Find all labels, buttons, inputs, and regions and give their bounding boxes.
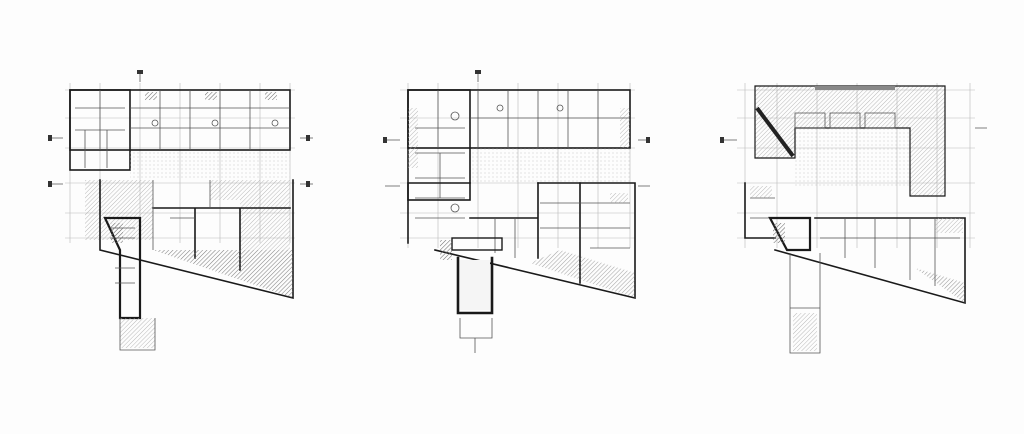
- upper-apartments: [69, 89, 291, 171]
- lower-apartments: [407, 182, 636, 300]
- terrace: [795, 128, 910, 188]
- entrance-tower: [103, 216, 156, 351]
- section-markers: [720, 127, 987, 143]
- plan-typical-floor: [383, 70, 650, 353]
- core-tower: [440, 237, 503, 353]
- core-tower: [768, 216, 821, 354]
- section-markers: [383, 70, 650, 187]
- lower-apartments: [744, 182, 966, 305]
- courtyard: [130, 150, 290, 180]
- section-markers: [48, 70, 313, 187]
- plan-ground-floor: [48, 70, 313, 351]
- plan-upper-floor: [720, 83, 987, 354]
- lower-block: [85, 179, 294, 300]
- courtyard: [470, 148, 630, 183]
